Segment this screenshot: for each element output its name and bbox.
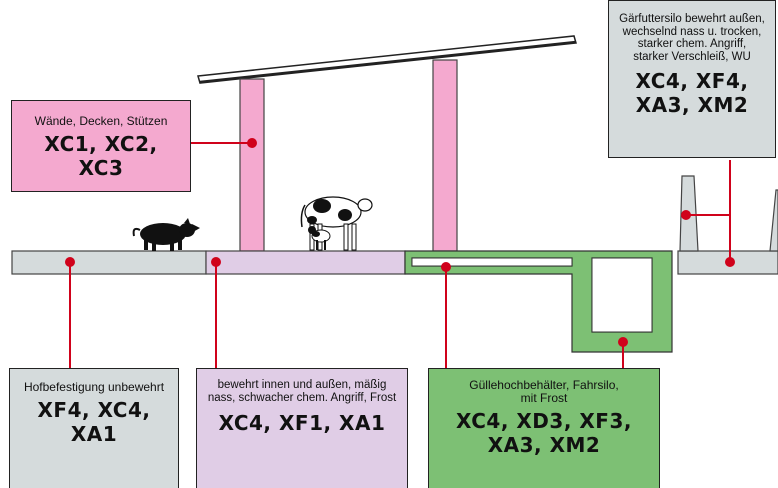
slurry-channel-inner [411,257,573,267]
label-silo: Gärfuttersilo bewehrt außen, wechselnd n… [608,0,776,158]
slurry-pit-inner [591,257,653,333]
label-yard: Hofbefestigung unbewehrt XF4, XC4, XA1 [9,368,179,488]
pig-icon [132,218,200,251]
leader-lines [65,138,735,368]
silo-wall-right [769,189,778,252]
label-yard-description: Hofbefestigung unbewehrt [23,380,165,394]
label-slurry: Güllehochbehälter, Fahrsilo, mit Frost X… [428,368,660,488]
label-silo-description: Gärfuttersilo bewehrt außen, wechselnd n… [619,13,765,63]
label-slurry-classes: XC4, XD3, XF3, XA3, XM2 [456,409,632,457]
label-slurry-description: Güllehochbehälter, Fahrsilo, mit Frost [469,378,619,405]
label-floor-classes: XC4, XF1, XA1 [218,411,386,435]
roof-top-edge [199,40,577,84]
label-floor-description: bewehrt innen und außen, mäßig nass, sch… [207,379,397,404]
leader-silo-dot-base [725,257,735,267]
cow-icon [300,196,373,251]
column-right [432,59,458,252]
leader-walls-dot [247,138,257,148]
label-walls-description: Wände, Decken, Stützen [34,114,168,128]
label-yard-classes: XF4, XC4, XA1 [37,398,151,446]
leader-silo-dot-wall [681,210,691,220]
column-left [239,78,265,252]
yard-slab [11,250,207,275]
leader-slurry-pit-dot [618,337,628,347]
label-walls-classes: XC1, XC2, XC3 [44,132,158,180]
label-silo-classes: XC4, XF4, XA3, XM2 [635,69,749,117]
barn-floor-slab [205,250,406,275]
leader-slurry-dot [441,262,451,272]
leader-floor-dot [211,257,221,267]
leader-yard-dot [65,257,75,267]
label-walls: Wände, Decken, Stützen XC1, XC2, XC3 [11,100,191,192]
label-floor: bewehrt innen und außen, mäßig nass, sch… [196,368,408,488]
calf-icon [308,226,331,250]
